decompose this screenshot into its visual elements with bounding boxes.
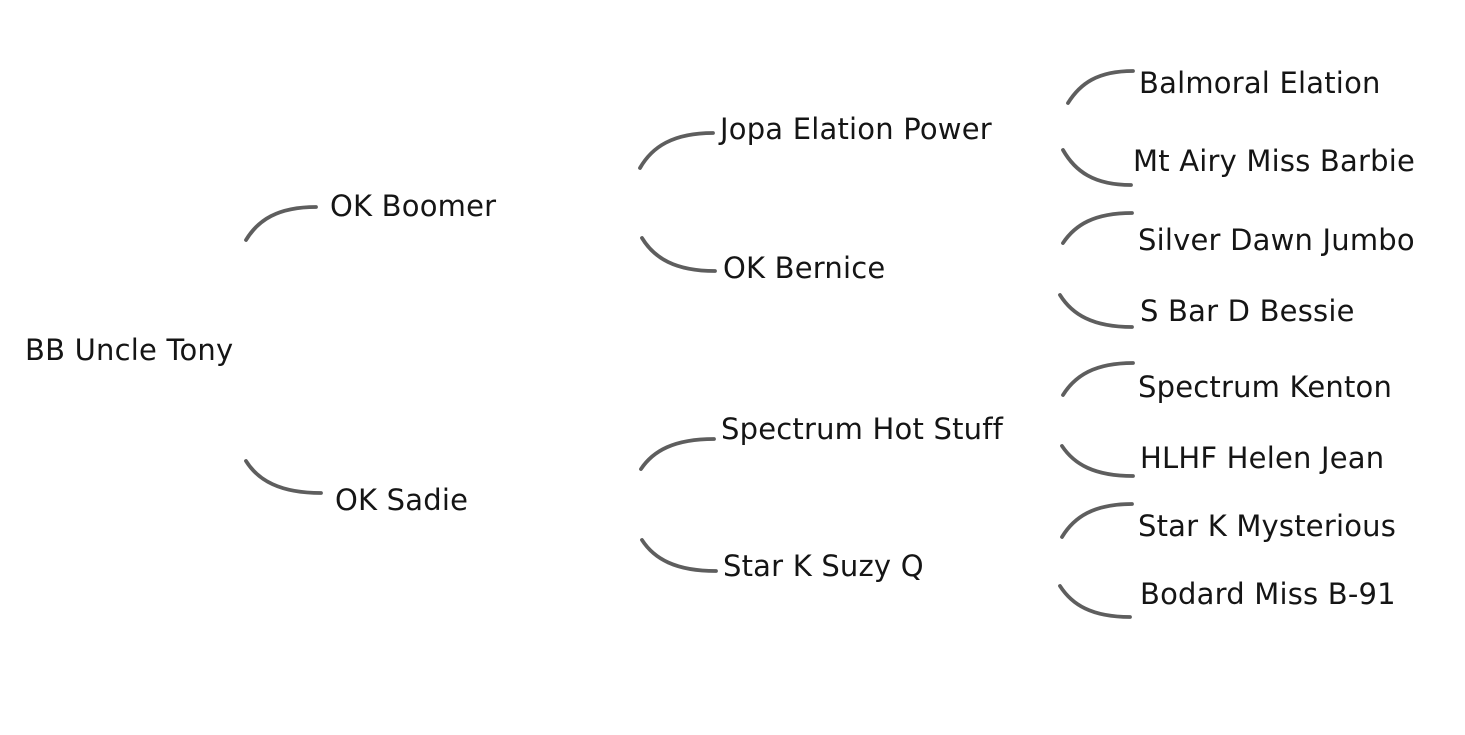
pedigree-node-bodard-miss-b-91: Bodard Miss B-91 (1140, 576, 1396, 611)
pedigree-node-mt-airy-miss-barbie: Mt Airy Miss Barbie (1133, 143, 1416, 178)
pedigree-node-star-k-mysterious: Star K Mysterious (1138, 508, 1397, 543)
connector-curve-silver-dawn-jumbo (1061, 211, 1134, 245)
connector-curve-bodard-miss-b-91 (1058, 584, 1132, 619)
pedigree-node-s-bar-d-bessie: S Bar D Bessie (1140, 293, 1355, 328)
connector-curve-s-bar-d-bessie (1058, 293, 1134, 329)
pedigree-node-balmoral-elation: Balmoral Elation (1139, 65, 1381, 100)
pedigree-node-ok-bernice: OK Bernice (723, 250, 886, 285)
pedigree-node-bb-uncle-tony: BB Uncle Tony (25, 332, 234, 367)
connector-curve-hlhf-helen-jean (1060, 444, 1135, 478)
connector-curve-mt-airy-miss-barbie (1061, 148, 1133, 187)
pedigree-node-star-k-suzy-q: Star K Suzy Q (723, 548, 924, 583)
connector-curve-ok-sadie (244, 459, 323, 495)
connector-curve-spectrum-kenton (1061, 361, 1135, 397)
pedigree-node-ok-sadie: OK Sadie (335, 482, 469, 517)
pedigree-node-hlhf-helen-jean: HLHF Helen Jean (1140, 440, 1385, 475)
pedigree-node-silver-dawn-jumbo: Silver Dawn Jumbo (1138, 222, 1415, 257)
pedigree-node-jopa-elation-power: Jopa Elation Power (720, 111, 992, 146)
pedigree-node-spectrum-kenton: Spectrum Kenton (1138, 369, 1393, 404)
connector-curve-spectrum-hot-stuff (639, 437, 716, 471)
connector-curve-ok-boomer (244, 205, 318, 242)
pedigree-node-spectrum-hot-stuff: Spectrum Hot Stuff (721, 411, 1004, 446)
connector-curve-balmoral-elation (1066, 69, 1135, 105)
connector-curve-star-k-suzy-q (640, 538, 718, 573)
connector-curve-ok-bernice (640, 236, 717, 273)
connector-curve-jopa-elation-power (638, 131, 715, 170)
connector-curve-star-k-mysterious (1060, 502, 1134, 539)
pedigree-node-ok-boomer: OK Boomer (330, 188, 497, 223)
